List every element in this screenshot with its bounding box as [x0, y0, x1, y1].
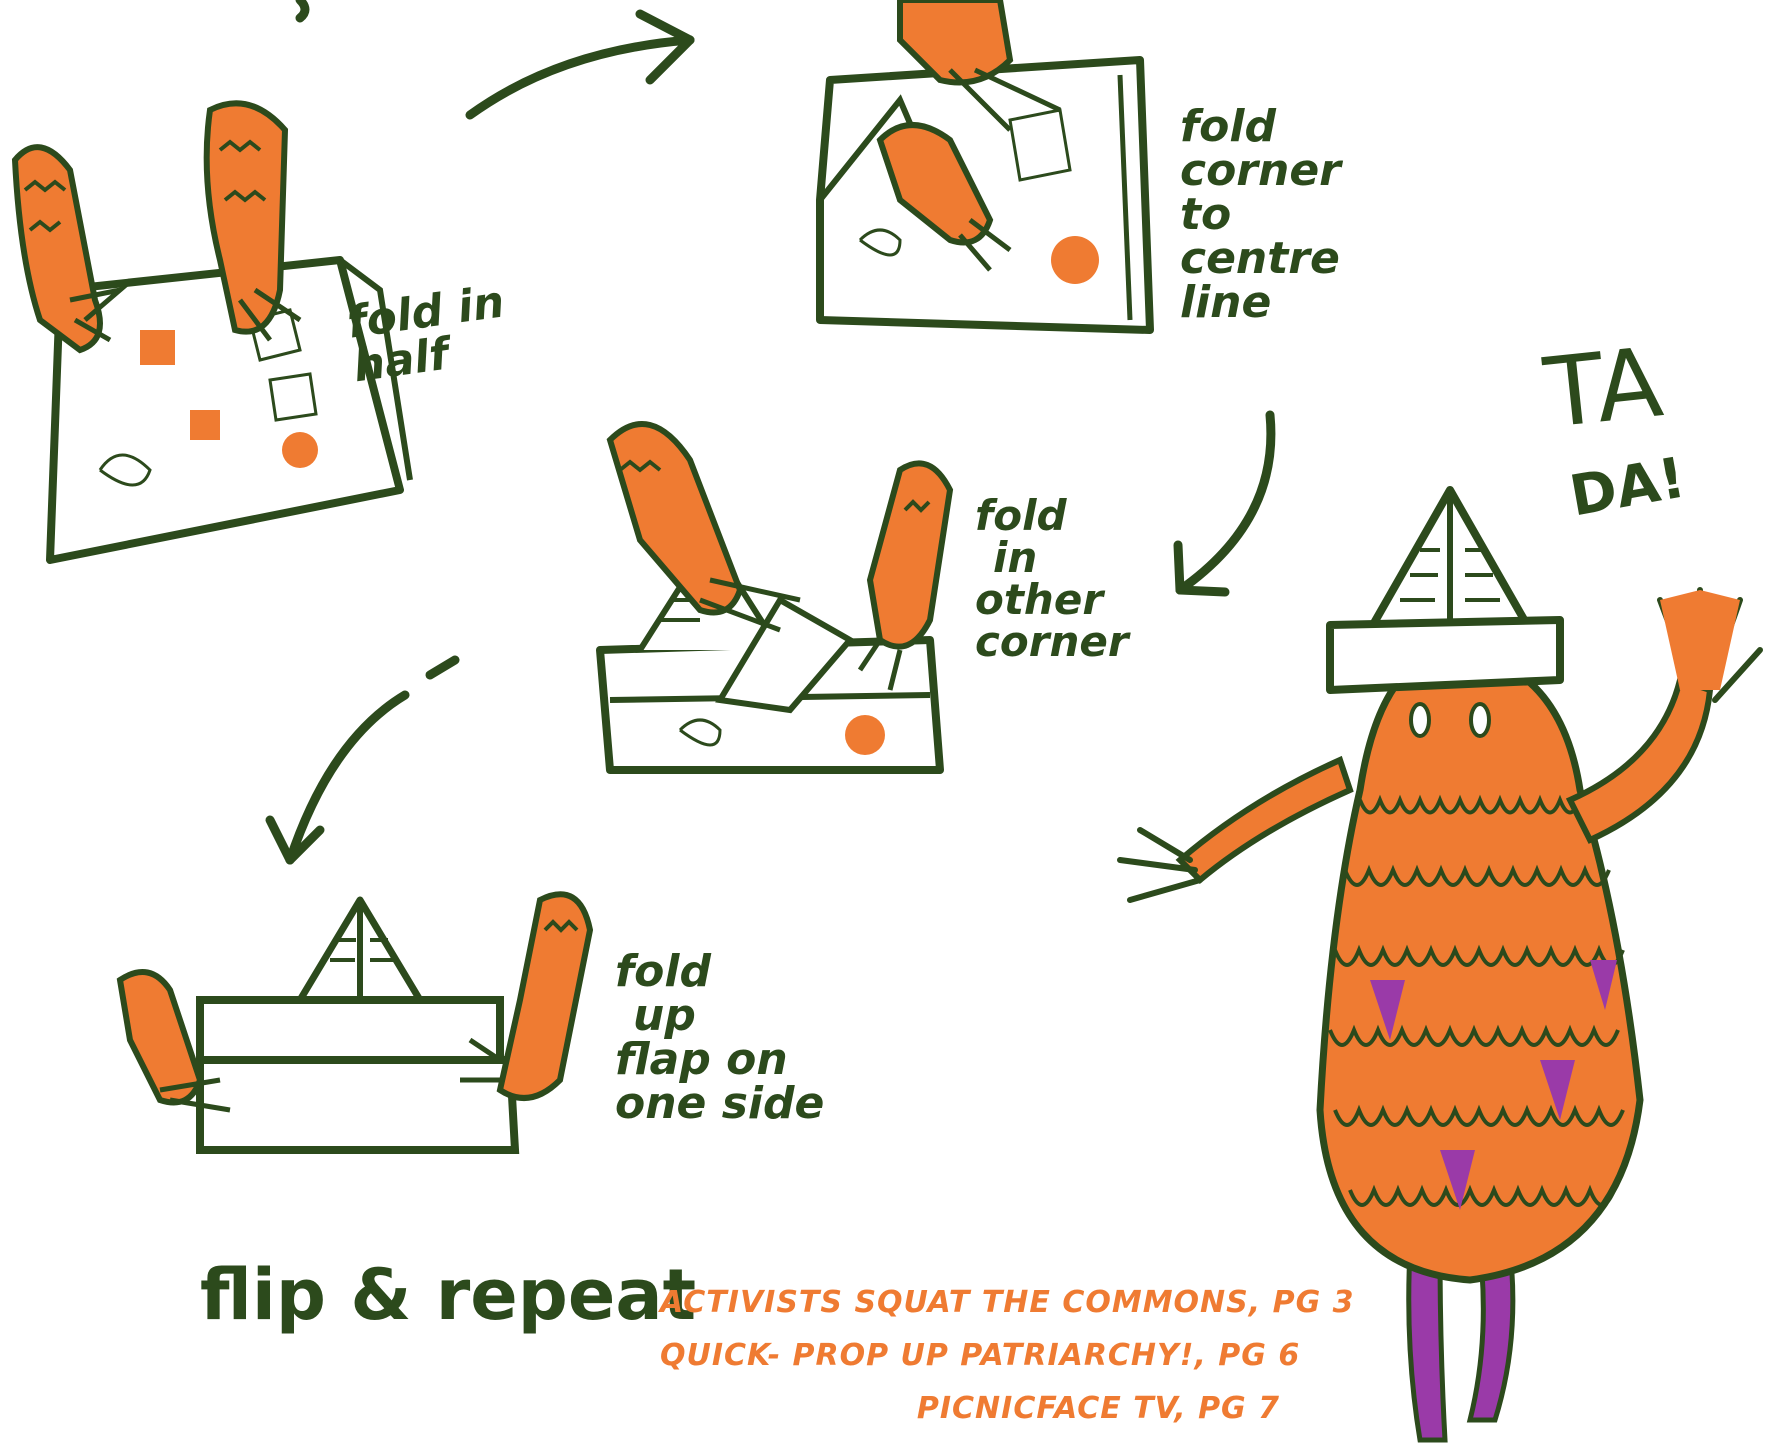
step2-line: fold	[1180, 105, 1341, 149]
step4-line: up	[615, 994, 824, 1038]
step3-line: corner	[975, 621, 1129, 663]
step2-line: to	[1180, 193, 1341, 237]
step2-line: line	[1180, 281, 1341, 325]
step3-line: other	[975, 579, 1129, 621]
step2-label: fold corner to centre line	[1180, 105, 1341, 325]
step2-line: centre	[1180, 237, 1341, 281]
step4-illustration	[120, 894, 590, 1150]
teaser-list: ACTIVISTS SQUAT THE COMMONS, PG 3 QUICK-…	[660, 1285, 1280, 1426]
teaser-item: PICNICFACE TV, PG 7	[660, 1391, 1280, 1426]
arrow-top-left-stub-icon	[300, 0, 305, 18]
step2-illustration	[820, 0, 1150, 330]
step3-line: fold	[975, 495, 1129, 537]
step4-line: one side	[615, 1082, 824, 1126]
step4-line: flap on	[615, 1038, 824, 1082]
tada-line1: TA	[1540, 334, 1666, 442]
step2-line: corner	[1180, 149, 1341, 193]
step3-label: fold in other corner	[975, 495, 1129, 663]
step3-illustration	[600, 424, 950, 770]
arrow-2-to-3-icon	[1178, 415, 1271, 592]
teaser-item: QUICK- PROP UP PATRIARCHY!, PG 6	[660, 1338, 1280, 1373]
step4-line: fold	[615, 950, 824, 994]
arrow-1-to-2-icon	[470, 14, 690, 115]
step3-line: in	[975, 537, 1129, 579]
arrow-3-to-4-icon	[270, 660, 455, 860]
step4-label: fold up flap on one side	[615, 950, 824, 1126]
teaser-item: ACTIVISTS SQUAT THE COMMONS, PG 3	[660, 1285, 1280, 1320]
step5-label: flip & repeat	[200, 1260, 696, 1330]
